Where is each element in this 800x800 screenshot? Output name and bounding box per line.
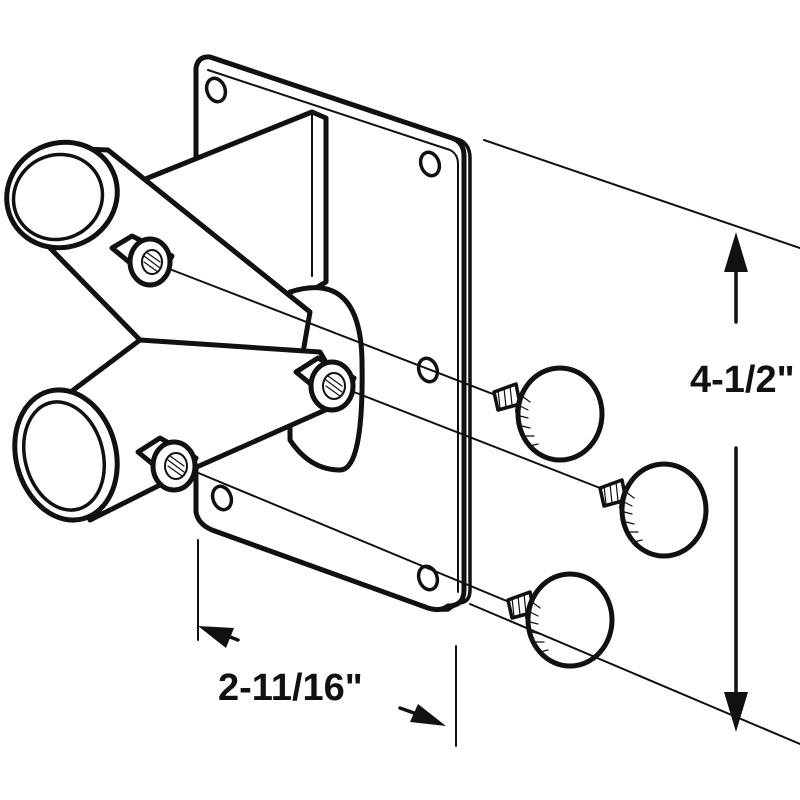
width-arrow-left [198, 626, 234, 648]
upper-tube-socket-inner [11, 152, 105, 242]
width-dimension-label: 2-11/16" [218, 667, 363, 709]
thumb-screw-2 [598, 461, 709, 559]
thumb-screw-1 [492, 365, 605, 463]
height-dimension: 4-1/2" [469, 139, 800, 745]
plate-hole-top-left [204, 76, 228, 104]
width-dimension: 2-11/16" [197, 539, 457, 747]
boss-top [109, 233, 175, 288]
boss-middle [293, 355, 357, 413]
height-arrow-up [724, 232, 748, 272]
height-dimension-label: 4-1/2" [690, 359, 795, 401]
boss-bottom [135, 435, 199, 493]
height-arrow-down [724, 692, 748, 732]
plate-hole-bottom-left [210, 484, 234, 512]
upper-socket-arm [4, 139, 313, 373]
lower-socket-arm [12, 337, 351, 523]
lower-tube-socket-inner [21, 400, 107, 512]
thumb-screw-3 [506, 571, 615, 669]
plate-hole-top-right [418, 150, 442, 178]
width-arrow-right [410, 704, 446, 726]
alignment-lines [171, 269, 601, 605]
